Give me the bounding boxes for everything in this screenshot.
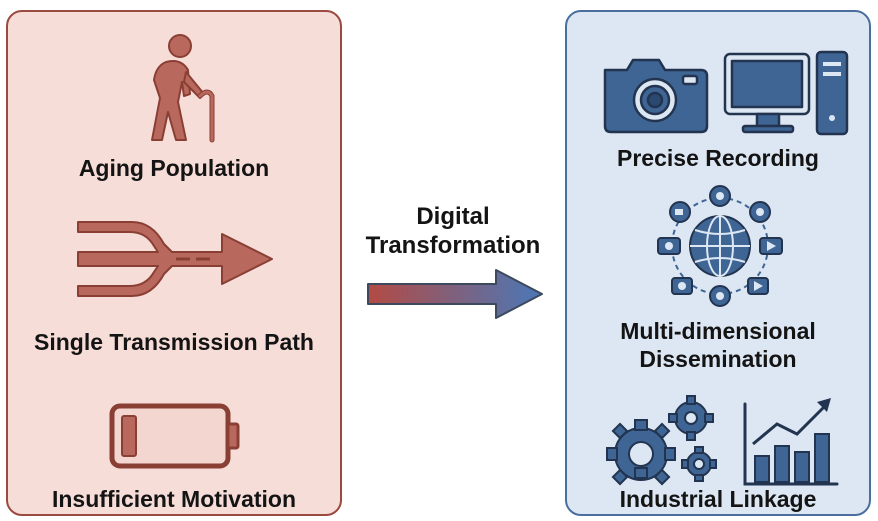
- aging-population-label: Aging Population: [78, 155, 270, 181]
- single-transmission-path-label: Single Transmission Path: [34, 329, 314, 355]
- low-battery-icon: [109, 403, 240, 469]
- precise-recording-label: Precise Recording: [617, 145, 819, 171]
- digital-transformation-line1: Digital: [416, 203, 490, 230]
- industrial-linkage-label: Industrial Linkage: [619, 486, 817, 512]
- multi-dimensional-label-line1: Multi-dimensional: [620, 318, 816, 344]
- merging-arrow-icon: [77, 221, 273, 297]
- right-panel: Precise Recording: [565, 10, 871, 516]
- gears-growth-chart-icon: [606, 395, 839, 486]
- transformation-arrow-icon: [367, 269, 543, 319]
- left-panel: Aging Population Single Transmission Pat…: [6, 10, 342, 516]
- globe-network-icon: [657, 185, 783, 307]
- elderly-person-icon: [151, 34, 215, 143]
- insufficient-motivation-label: Insufficient Motivation: [51, 486, 297, 512]
- multi-dimensional-label-line2: Dissemination: [639, 346, 797, 372]
- digital-transformation-line2: Transformation: [365, 232, 541, 259]
- camera-computer-icon: [603, 50, 849, 136]
